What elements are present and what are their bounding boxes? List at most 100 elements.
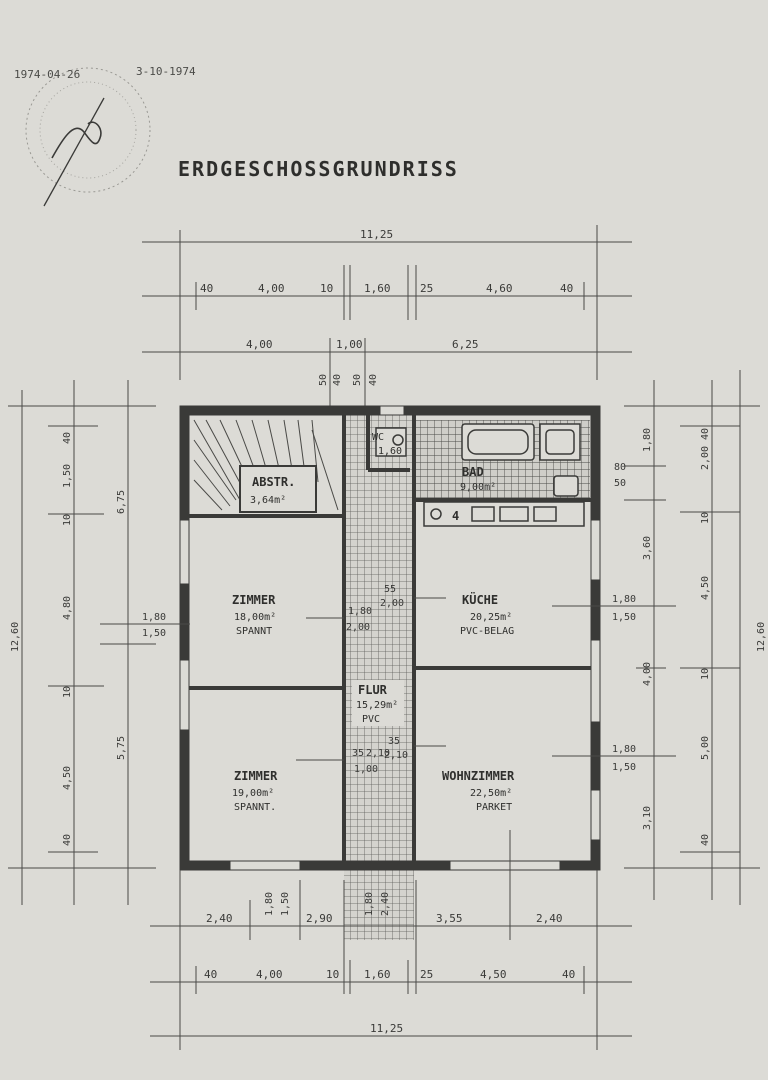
inner-dim-flur-window-1: 2,00 xyxy=(346,622,370,633)
room-kueche-floor: PVC-BELAG xyxy=(460,626,514,637)
dim-left-window-0: 1,80 xyxy=(142,612,166,623)
room-flur-name: FLUR xyxy=(358,683,388,697)
dim-top-r2-2: 10 xyxy=(320,282,333,295)
dim-left-inner-2: 10 xyxy=(62,514,73,526)
dim-right-inner-6: 40 xyxy=(700,834,711,846)
left-dimension-lines xyxy=(8,380,156,905)
dim-top-r2-4: 25 xyxy=(420,282,433,295)
room-bad-name: BAD xyxy=(462,465,484,479)
dim-right-outer-1: 3,60 xyxy=(642,536,653,560)
dim-left-outer-1: 5,75 xyxy=(116,736,127,760)
inner-dim-flur-low-1: 2,10 xyxy=(384,750,408,761)
dim-left-inner-0: 40 xyxy=(62,432,73,444)
dim-top-r2-0: 40 xyxy=(200,282,213,295)
dim-left-overall: 12,60 xyxy=(10,622,21,652)
room-zimmer-bottom-floor: SPANNT. xyxy=(234,802,276,813)
room-abstr-area: 3,64m² xyxy=(250,495,286,506)
staircase xyxy=(193,419,339,513)
inner-dim-flur-low2-1: 2,10 xyxy=(366,748,390,759)
inner-dim-stair-1: 2,00 xyxy=(380,598,404,609)
room-zimmer-bottom-name: ZIMMER xyxy=(234,769,278,783)
dim-top-r2-5: 4,60 xyxy=(486,282,513,295)
room-kueche-area: 20,25m² xyxy=(470,612,512,623)
dim-right-inner-3: 4,50 xyxy=(700,576,711,600)
dim-top-r2-1: 4,00 xyxy=(258,282,285,295)
dim-right-small-0: 80 xyxy=(614,462,626,473)
dim-right-inner-4: 10 xyxy=(700,668,711,680)
inner-dim-flur-window-0: 1,80 xyxy=(348,606,372,617)
dim-bottom-overall: 11,25 xyxy=(370,1022,403,1035)
inner-walls xyxy=(188,414,594,862)
dim-left-outer-0: 6,75 xyxy=(116,490,127,514)
room-kueche-name: KÜCHE xyxy=(462,592,498,607)
dim-right-window2-1: 1,50 xyxy=(612,762,636,773)
dim-bottom-r1-2: 1,50 xyxy=(280,892,291,916)
bath-fixtures xyxy=(375,423,581,497)
dim-right-outer-0: 1,80 xyxy=(642,428,653,452)
dim-bottom-r2-2: 10 xyxy=(326,968,339,981)
windows xyxy=(179,405,601,871)
room-wc-area: 1,60 xyxy=(378,446,402,457)
dim-bottom-r1-6: 3,55 xyxy=(436,912,463,925)
dim-top-small-0: 50 xyxy=(318,374,329,386)
room-zimmer-top-floor: SPANNT xyxy=(236,626,272,637)
dim-right-window2-0: 1,80 xyxy=(612,744,636,755)
kitchen-counter-label: 4 xyxy=(452,509,459,523)
dim-right-inner-1: 40 xyxy=(700,428,711,440)
bottom-dimension-lines xyxy=(150,830,632,1050)
dim-right-small-1: 50 xyxy=(614,478,626,489)
dim-bottom-r2-5: 4,50 xyxy=(480,968,507,981)
dim-top-r3-2: 6,25 xyxy=(452,338,479,351)
dim-top-r3-1: 1,00 xyxy=(336,338,363,351)
dim-left-inner-6: 40 xyxy=(62,834,73,846)
flur-label-box xyxy=(352,680,404,726)
room-zimmer-top-name: ZIMMER xyxy=(232,593,276,607)
room-bad-area: 9,00m² xyxy=(460,482,496,493)
plan-title: ERDGESCHOSSGRUNDRISS xyxy=(178,157,459,181)
room-wohnzimmer-floor: PARKET xyxy=(476,802,512,813)
right-dimension-lines xyxy=(600,370,760,905)
stamp-date-right: 3-10-1974 xyxy=(136,65,196,78)
dim-right-outer-2: 4,00 xyxy=(642,662,653,686)
dim-top-r2-6: 40 xyxy=(560,282,573,295)
dim-bottom-r2-6: 40 xyxy=(562,968,575,981)
dim-left-inner-5: 4,50 xyxy=(62,766,73,790)
dim-bottom-r2-4: 25 xyxy=(420,968,433,981)
dim-top-small-3: 40 xyxy=(368,374,379,386)
dim-bottom-r1-7: 2,40 xyxy=(536,912,563,925)
dim-top-overall: 11,25 xyxy=(360,228,393,241)
dim-top-small-2: 50 xyxy=(352,374,363,386)
dim-bottom-r1-1: 1,80 xyxy=(264,892,275,916)
room-wohnzimmer-name: WOHNZIMMER xyxy=(442,769,515,783)
room-wohnzimmer-area: 22,50m² xyxy=(470,788,512,799)
dim-right-window1-0: 1,80 xyxy=(612,594,636,605)
dim-bottom-r1-4: 1,80 xyxy=(364,892,375,916)
dim-bottom-r2-3: 1,60 xyxy=(364,968,391,981)
stamp-date-left: 1974-04-26 xyxy=(14,68,80,81)
dim-left-inner-1: 1,50 xyxy=(62,464,73,488)
inner-dim-stair-0: 55 xyxy=(384,584,396,595)
dim-left-inner-4: 10 xyxy=(62,686,73,698)
dim-bottom-r1-0: 2,40 xyxy=(206,912,233,925)
dim-right-window1-1: 1,50 xyxy=(612,612,636,623)
inner-dim-flur-low2-0: 35 xyxy=(352,748,364,759)
room-flur-floor: PVC xyxy=(362,714,380,725)
kitchen-counter xyxy=(423,501,585,527)
dim-left-window-1: 1,50 xyxy=(142,628,166,639)
dim-left-inner-3: 4,80 xyxy=(62,596,73,620)
dim-right-overall: 12,60 xyxy=(756,622,767,652)
dim-top-small-1: 40 xyxy=(332,374,343,386)
dim-right-inner-2: 10 xyxy=(700,512,711,524)
room-zimmer-top-area: 18,00m² xyxy=(234,612,276,623)
inner-dim-flur-low-0: 35 xyxy=(388,736,400,747)
room-wc-name: WC xyxy=(372,432,384,443)
dim-right-inner-5: 5,00 xyxy=(700,736,711,760)
dim-right-inner-0: 2,00 xyxy=(700,446,711,470)
inner-dim-lines xyxy=(100,597,600,761)
dim-bottom-r2-1: 4,00 xyxy=(256,968,283,981)
dim-right-outer-3: 3,10 xyxy=(642,806,653,830)
room-zimmer-bottom-area: 19,00m² xyxy=(232,788,274,799)
dim-top-r2-3: 1,60 xyxy=(364,282,391,295)
dim-bottom-r1-5: 2,40 xyxy=(380,892,391,916)
